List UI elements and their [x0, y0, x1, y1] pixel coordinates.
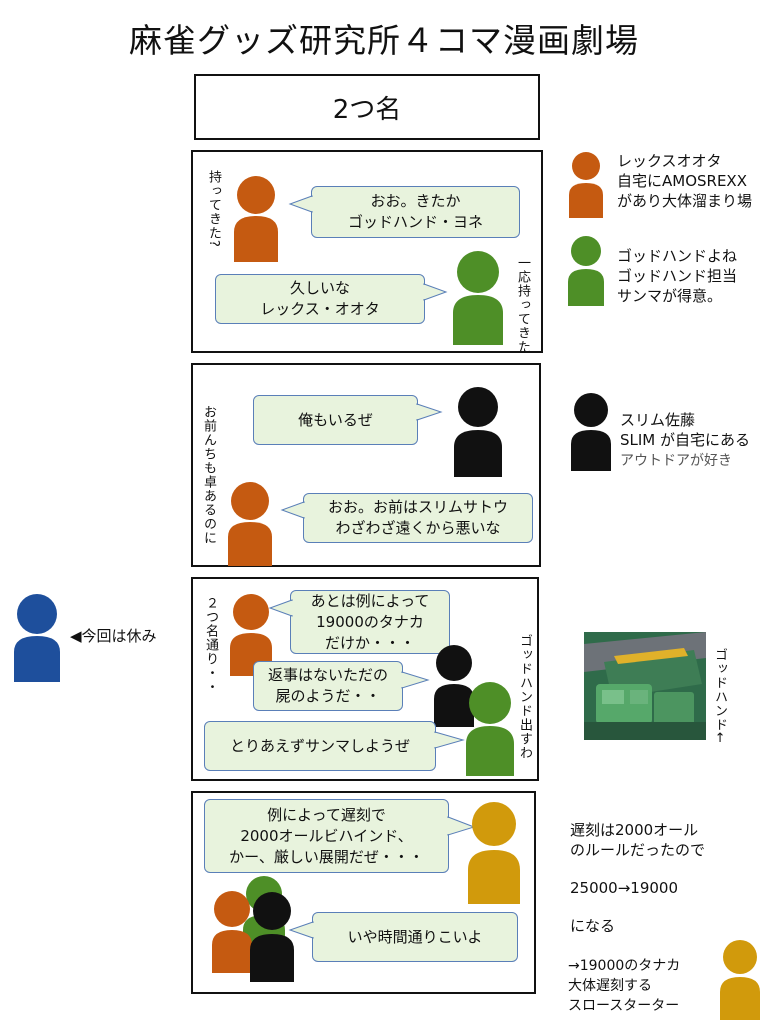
speech-bubble: 久しいな レックス・オオタ — [215, 274, 425, 324]
bubble-tail — [268, 599, 294, 617]
photo-caption: ゴッドハンド← — [712, 648, 727, 744]
speech-bubble: 俺もいるぜ — [253, 395, 418, 445]
speech-bubble: おお。お前はスリムサトウ わざわざ遠くから悪いな — [303, 493, 533, 543]
late-rule-note: 遅刻は2000オール のルールだったので — [570, 821, 706, 859]
green-person-icon — [568, 236, 604, 306]
orange-person-icon — [569, 152, 603, 218]
score-note: 25000→19000 — [570, 879, 679, 897]
green-person-icon — [453, 251, 503, 345]
gold-person-icon — [468, 802, 520, 904]
bubble-tail — [400, 671, 430, 689]
orange-person-icon — [228, 482, 272, 566]
result-note: になる — [570, 917, 616, 935]
bubble-tail — [288, 195, 314, 213]
god-hand-photo — [584, 632, 706, 740]
bubble-tail — [280, 501, 306, 519]
character-yone-description: ゴッドハンドよね ゴッドハンド担当 サンマが得意。 — [617, 247, 738, 305]
black-person-icon — [454, 387, 502, 477]
character-slim-note: アウトドアが好き — [620, 453, 732, 469]
gold-person-icon — [720, 940, 760, 1020]
page-title: 麻雀グッズ研究所４コマ漫画劇場 — [129, 21, 639, 60]
comic-subtitle: 2つ名 — [332, 94, 402, 125]
character-rex-description: レックスオオタ 自宅にAMOSREXX があり大体溜まり場 — [617, 152, 753, 210]
bubble-tail — [446, 816, 476, 836]
orange-person-icon — [234, 176, 278, 262]
black-person-icon — [434, 645, 474, 727]
speech-bubble: 例によって遅刻で 2000オールビハインド、 かー、厳しい展開だぜ・・・ — [204, 799, 449, 873]
green-person-icon — [466, 682, 514, 776]
panel-3-side-left: ２つ名通り・・ — [203, 596, 218, 694]
panel-1-side-right: 一応持ってきた — [515, 256, 530, 354]
bubble-tail — [415, 403, 443, 421]
character-tanaka-description: →19000のタナカ 大体遅刻する スロースターター — [568, 958, 681, 1014]
character-slim-name: スリム佐藤 SLIM が自宅にある — [620, 411, 751, 449]
panel-3-side-right: ゴッドハンド出すわ — [517, 634, 532, 760]
bubble-tail — [422, 283, 448, 301]
speech-bubble: 返事はないただの 屍のようだ・・ — [253, 661, 403, 711]
speech-bubble: あとは例によって 19000のタナカ だけか・・・ — [290, 590, 450, 654]
black-person-icon — [250, 892, 294, 982]
black-person-icon — [571, 393, 611, 471]
rest-note: ◀今回は休み — [70, 627, 157, 645]
comic-subtitle-box: 2つ名 — [194, 74, 540, 140]
panel-1-side-left: 持ってきた? — [206, 170, 221, 248]
speech-bubble: とりあえずサンマしようぜ — [204, 721, 436, 771]
orange-person-icon — [212, 891, 252, 973]
blue-person-icon — [14, 594, 60, 682]
panel-2-side-left: お前んちも卓あるのに — [201, 405, 216, 545]
speech-bubble: おお。きたか ゴッドハンド・ヨネ — [311, 186, 520, 238]
speech-bubble: いや時間通りこいよ — [312, 912, 518, 962]
bubble-tail — [433, 731, 465, 749]
bubble-tail — [288, 921, 315, 939]
